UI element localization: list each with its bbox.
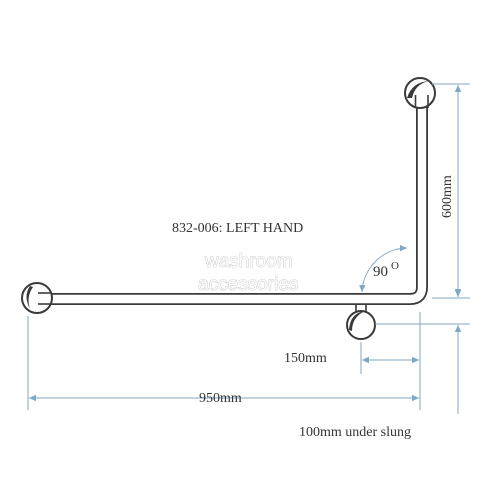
watermark-line1: washroom	[204, 251, 293, 272]
angle-arc	[359, 244, 408, 293]
dim-950-label: 950mm	[199, 391, 242, 406]
angle-unit: O	[391, 260, 399, 272]
angle-label: 90 O	[373, 260, 399, 280]
left-flange	[21, 282, 53, 314]
underslung-flange	[346, 304, 376, 340]
dim-600-label: 600mm	[440, 175, 455, 218]
watermark-line2: accessories	[198, 274, 298, 295]
top-flange	[404, 77, 436, 109]
diagram-title: 832-006: LEFT HAND	[172, 221, 303, 236]
dimension-lines	[27, 83, 470, 414]
grab-rail	[39, 92, 428, 305]
dim-150-label: 150mm	[284, 351, 327, 366]
angle-value: 90	[373, 264, 388, 280]
dim-100-label: 100mm under slung	[299, 425, 411, 440]
